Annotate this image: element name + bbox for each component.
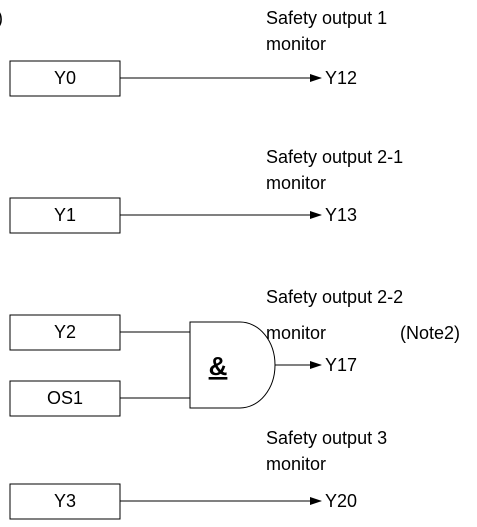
input-box bbox=[9, 60, 121, 97]
and-gate-symbol: & bbox=[209, 351, 228, 381]
output-label: Y20 bbox=[325, 491, 357, 511]
monitor-label-line2: monitor bbox=[266, 323, 326, 343]
corner-mark: ) bbox=[0, 8, 3, 28]
note-label: (Note2) bbox=[400, 323, 460, 343]
monitor-label-line2: monitor bbox=[266, 454, 326, 474]
circuit-3: Safety output 2-2 monitor (Note2) Y2 OS1… bbox=[9, 287, 460, 417]
input-box-2 bbox=[9, 380, 121, 417]
input-label-2: OS1 bbox=[47, 388, 83, 408]
output-label: Y13 bbox=[325, 205, 357, 225]
output-label: Y17 bbox=[325, 355, 357, 375]
input-label: Y3 bbox=[54, 491, 76, 511]
circuit-2: Safety output 2-1 monitor Y1 Y13 bbox=[9, 147, 403, 234]
circuit-1: Safety output 1 monitor Y0 Y12 bbox=[9, 8, 387, 97]
input-label: Y0 bbox=[54, 68, 76, 88]
output-label: Y12 bbox=[325, 68, 357, 88]
input-label-1: Y2 bbox=[54, 322, 76, 342]
input-box-1 bbox=[9, 314, 121, 351]
circuit-4: Safety output 3 monitor Y3 Y20 bbox=[9, 428, 387, 520]
monitor-label-line1: Safety output 1 bbox=[266, 8, 387, 28]
monitor-label-line1: Safety output 3 bbox=[266, 428, 387, 448]
and-gate bbox=[189, 321, 276, 409]
monitor-label-line2: monitor bbox=[266, 173, 326, 193]
input-box bbox=[9, 197, 121, 234]
input-box bbox=[9, 483, 121, 520]
input-label: Y1 bbox=[54, 205, 76, 225]
monitor-label-line1: Safety output 2-2 bbox=[266, 287, 403, 307]
monitor-label-line1: Safety output 2-1 bbox=[266, 147, 403, 167]
monitor-label-line2: monitor bbox=[266, 34, 326, 54]
